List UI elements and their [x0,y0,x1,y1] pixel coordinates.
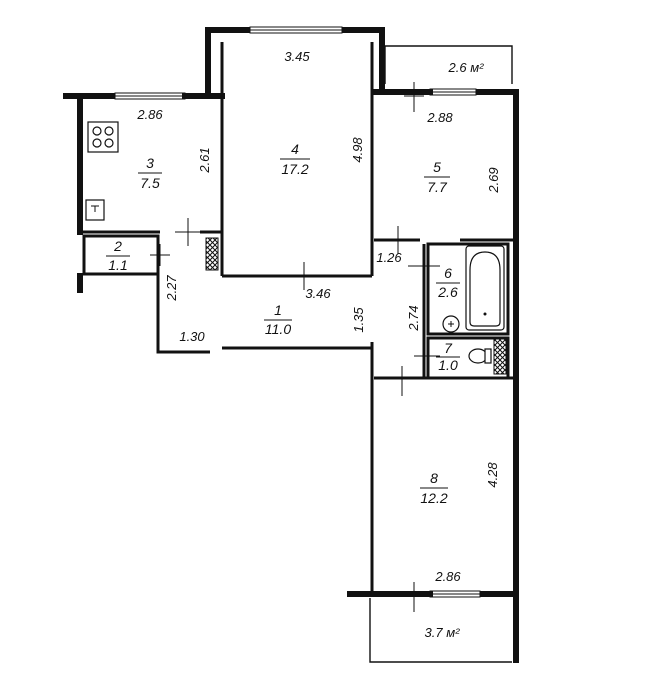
svg-text:17.2: 17.2 [281,161,308,177]
svg-text:12.2: 12.2 [420,490,447,506]
dim-room5-depth: 2.69 [486,167,501,193]
svg-text:6: 6 [444,265,452,281]
bathtub-icon [465,245,505,331]
svg-text:2: 2 [113,238,122,254]
dim-kitchen-width: 2.86 [136,107,163,122]
svg-text:8: 8 [430,470,438,486]
room-6-label: 6 2.6 [436,265,460,300]
dim-room8-width: 2.86 [434,569,461,584]
toilet-icon [468,348,492,364]
stove-icon [87,121,119,153]
dim-corridor-depth: 2.27 [164,275,179,302]
dim-room5-width: 2.88 [426,110,453,125]
svg-text:1: 1 [274,302,282,318]
washbasin-icon [442,315,460,333]
svg-text:7.7: 7.7 [427,179,448,195]
window-kitchen [114,92,203,100]
sink-icon [85,199,105,221]
svg-text:7.5: 7.5 [140,175,160,191]
dim-corridor-width: 1.30 [179,329,205,344]
dim-kitchen-depth: 2.61 [197,147,212,173]
window-room5 [399,88,477,96]
room-1-label: 1 11.0 [264,302,292,337]
room-2-label: 2 1.1 [106,238,130,273]
room-5-label: 5 7.7 [424,159,450,195]
dim-passage-width: 1.35 [351,307,366,333]
window-room4 [249,26,343,34]
svg-text:5: 5 [433,159,441,175]
walls [63,27,519,663]
svg-text:2.6: 2.6 [437,284,458,300]
svg-text:3: 3 [146,155,154,171]
svg-text:11.0: 11.0 [265,321,291,337]
dim-bath-depth: 2.74 [406,305,421,331]
dim-hall-width: 1.26 [376,250,402,265]
balcony-top-area: 2.6 м² [448,60,485,75]
svg-text:7: 7 [444,340,453,356]
dim-room4-width: 3.45 [284,49,310,64]
vent-shaft-left [205,237,219,271]
vent-shaft-right [493,337,507,375]
dim-room8-depth: 4.28 [485,462,500,488]
svg-text:4: 4 [291,141,299,157]
dim-room4-bottom: 3.46 [305,286,331,301]
dim-room4-depth: 4.98 [350,137,365,163]
door-markers [150,82,440,612]
svg-text:1.0: 1.0 [438,357,458,373]
balcony-bottom-outline [369,598,512,663]
room-3-label: 3 7.5 [138,155,162,191]
room-7-label: 7 1.0 [436,340,460,373]
svg-text:1.1: 1.1 [108,257,127,273]
room-4-label: 4 17.2 [280,141,310,177]
room-8-label: 8 12.2 [420,470,448,506]
balcony-bottom-area: 3.7 м² [425,625,461,640]
